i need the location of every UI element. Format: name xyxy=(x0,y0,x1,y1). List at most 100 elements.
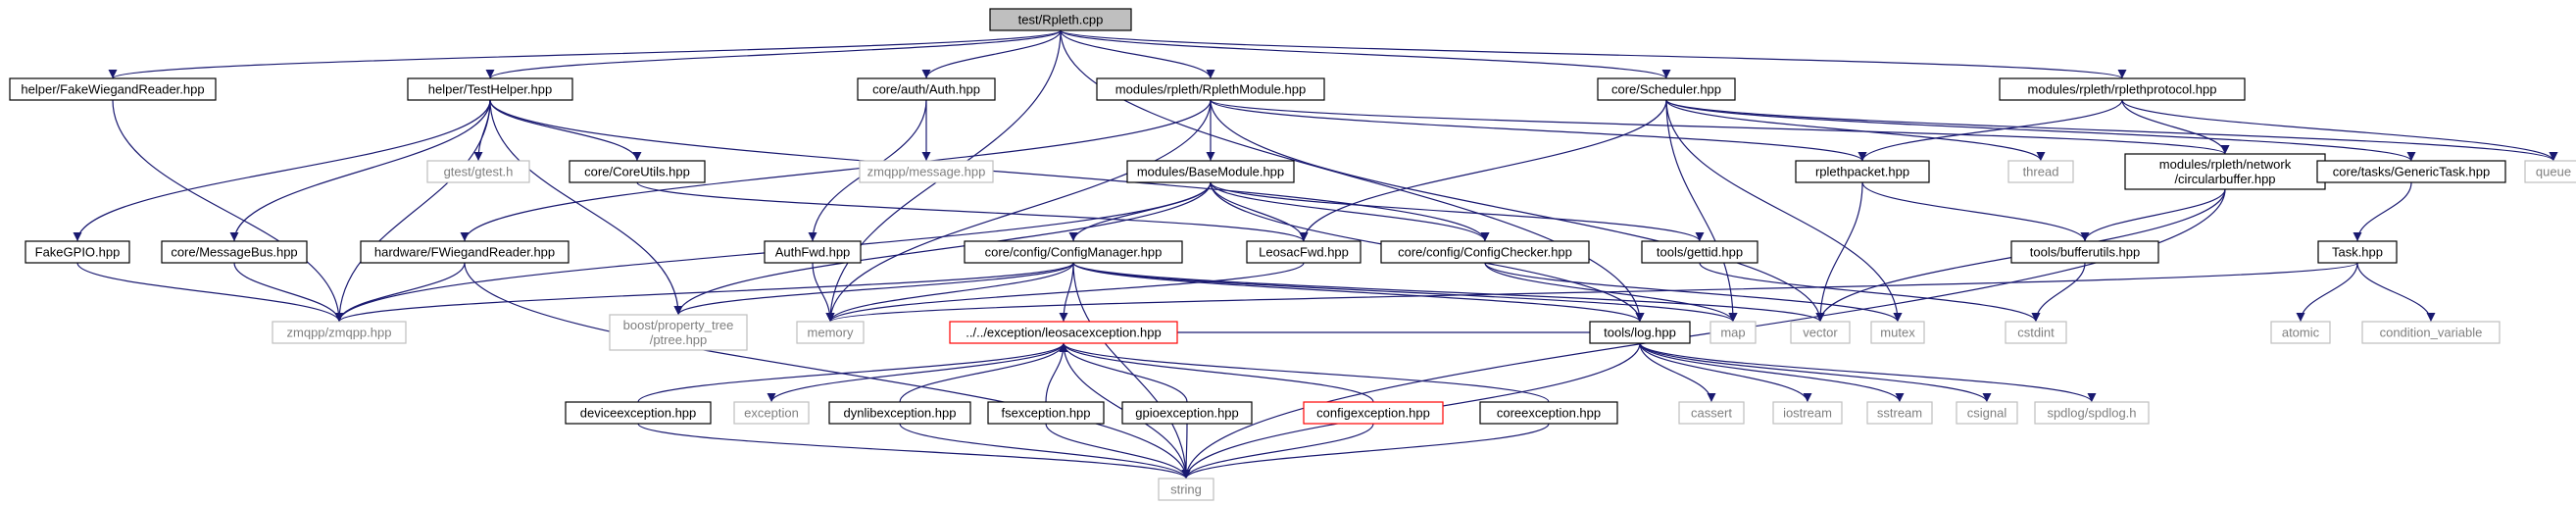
node-fwiegand[interactable]: hardware/FWiegandReader.hpp xyxy=(360,240,570,264)
node-label: gpioexception.hpp xyxy=(1135,406,1239,421)
node-box xyxy=(1126,160,1295,183)
node-label: helper/FakeWiegandReader.hpp xyxy=(21,82,204,97)
node-basemodule[interactable]: modules/BaseModule.hpp xyxy=(1126,160,1295,183)
node-ptree: boost/property_tree/ptree.hpp xyxy=(609,314,748,351)
node-label: zmqpp/zmqpp.hpp xyxy=(287,326,392,340)
node-rplethpacket[interactable]: rplethpacket.hpp xyxy=(1795,160,1930,183)
edge-configmanager-to-zmqpp xyxy=(334,262,1074,323)
edge-configmanager-to-toolslog xyxy=(1072,262,1645,323)
node-coreutils[interactable]: core/CoreUtils.hpp xyxy=(569,160,706,183)
edge-root-to-rplethprotocol xyxy=(1060,29,2127,79)
node-thread: thread xyxy=(2007,160,2074,183)
node-box xyxy=(2034,401,2150,425)
node-leosacexc[interactable]: ../../exception/leosacexception.hpp xyxy=(949,321,1178,344)
node-coreexc[interactable]: coreexception.hpp xyxy=(1479,401,1618,425)
node-box xyxy=(9,77,217,101)
edge-fwiegand-to-zmqpp xyxy=(334,262,466,323)
node-fsexc[interactable]: fsexception.hpp xyxy=(987,401,1105,425)
node-vector: vector xyxy=(1790,321,1851,344)
edge-messagebus-to-zmqpp xyxy=(233,262,344,323)
node-label: modules/rpleth/rplethprotocol.hpp xyxy=(2028,82,2217,97)
node-sstream: sstream xyxy=(1866,401,1933,425)
edges-layer xyxy=(73,29,2558,480)
edge-taskhpp-to-condvar xyxy=(2356,262,2436,323)
node-label: ../../exception/leosacexception.hpp xyxy=(966,326,1161,340)
node-memory: memory xyxy=(796,321,865,344)
edge-rplethprotocol-to-rplethpacket xyxy=(1858,99,2123,162)
node-label: map xyxy=(1720,326,1745,340)
node-messagebus[interactable]: core/MessageBus.hpp xyxy=(161,240,308,264)
node-auth[interactable]: core/auth/Auth.hpp xyxy=(857,77,996,101)
node-rplethmodule[interactable]: modules/rpleth/RplethModule.hpp xyxy=(1096,77,1325,101)
node-zmqpp: zmqpp/zmqpp.hpp xyxy=(272,321,407,344)
node-label: test/Rpleth.cpp xyxy=(1018,13,1104,27)
node-configchecker[interactable]: core/config/ConfigChecker.hpp xyxy=(1380,240,1590,264)
node-generictask[interactable]: core/tasks/GenericTask.hpp xyxy=(2316,160,2506,183)
node-configmanager[interactable]: core/config/ConfigManager.hpp xyxy=(964,240,1183,264)
node-box xyxy=(1870,321,1925,344)
node-label: deviceexception.hpp xyxy=(580,406,697,421)
edge-basemodule-to-configchecker xyxy=(1210,181,1490,242)
edge-rplethprotocol-to-circularbuffer xyxy=(2121,99,2230,155)
edge-taskhpp-to-atomic xyxy=(2296,262,2358,323)
node-box xyxy=(859,160,994,183)
node-fakewiegand[interactable]: helper/FakeWiegandReader.hpp xyxy=(9,77,217,101)
edge-deviceexc-to-leosacexc xyxy=(637,342,1068,403)
node-toolslog[interactable]: tools/log.hpp xyxy=(1589,321,1691,344)
node-gettid[interactable]: tools/gettid.hpp xyxy=(1641,240,1759,264)
node-configexc[interactable]: configexception.hpp xyxy=(1303,401,1444,425)
node-dynlibexc[interactable]: dynlibexception.hpp xyxy=(828,401,971,425)
edge-rplethpacket-to-bufferutils xyxy=(1861,181,2090,242)
edge-scheduler-to-map xyxy=(1665,99,1738,323)
node-bufferutils[interactable]: tools/bufferutils.hpp xyxy=(2010,240,2159,264)
edge-scheduler-to-generictask xyxy=(1665,99,2416,162)
node-label: gtest/gtest.h xyxy=(444,165,514,179)
edge-configchecker-to-mutex xyxy=(1484,262,1903,323)
node-box xyxy=(1866,401,1933,425)
node-label: thread xyxy=(2023,165,2059,179)
node-queue: queue xyxy=(2524,160,2576,183)
edge-configmanager-to-memory xyxy=(825,262,1074,323)
edge-fwiegand-to-string xyxy=(464,262,1191,480)
edge-rplethmodule-to-circularbuffer xyxy=(1210,99,2230,155)
node-deviceexc[interactable]: deviceexception.hpp xyxy=(565,401,712,425)
node-label: iostream xyxy=(1783,406,1832,421)
edge-bufferutils-to-cstdint xyxy=(2031,262,2086,323)
node-box xyxy=(1121,401,1253,425)
edge-root-to-testhelper xyxy=(485,29,1062,79)
edge-scheduler-to-queue xyxy=(1665,99,2558,162)
node-rplethprotocol[interactable]: modules/rpleth/rplethprotocol.hpp xyxy=(1999,77,2246,101)
node-box xyxy=(949,321,1178,344)
node-authfwd[interactable]: AuthFwd.hpp xyxy=(764,240,862,264)
node-box xyxy=(989,8,1132,31)
node-box xyxy=(1380,240,1590,264)
node-string: string xyxy=(1158,478,1214,501)
edge-toolslog-to-iostream xyxy=(1639,342,1812,403)
node-box xyxy=(857,77,996,101)
node-fakegpio[interactable]: FakeGPIO.hpp xyxy=(25,240,130,264)
node-label: queue xyxy=(2536,165,2571,179)
edge-toolslog-to-cassert xyxy=(1639,342,1716,403)
node-map: map xyxy=(1709,321,1757,344)
node-label: memory xyxy=(808,326,854,340)
edge-taskhpp-to-memory xyxy=(826,262,2358,323)
edge-rplethprotocol-to-queue xyxy=(2121,99,2558,162)
node-circularbuffer[interactable]: modules/rpleth/network/circularbuffer.hp… xyxy=(2124,153,2326,190)
edge-coreexc-to-string xyxy=(1181,423,1550,480)
edge-root-to-scheduler xyxy=(1060,29,1671,79)
node-scheduler[interactable]: core/Scheduler.hpp xyxy=(1597,77,1736,101)
node-label: modules/rpleth/RplethModule.hpp xyxy=(1115,82,1306,97)
node-leosacfwd[interactable]: LeosacFwd.hpp xyxy=(1246,240,1362,264)
node-taskhpp[interactable]: Task.hpp xyxy=(2317,240,2398,264)
edge-rplethmodule-to-fwiegand xyxy=(460,99,1212,242)
node-testhelper[interactable]: helper/TestHelper.hpp xyxy=(407,77,573,101)
node-gpioexc[interactable]: gpioexception.hpp xyxy=(1121,401,1253,425)
edge-configmanager-to-vector xyxy=(1072,262,1825,323)
node-box xyxy=(2317,240,2398,264)
node-box xyxy=(828,401,971,425)
edge-testhelper-to-fakegpio xyxy=(73,99,491,242)
node-cassert: cassert xyxy=(1678,401,1745,425)
edge-testhelper-to-ptree xyxy=(489,99,683,316)
node-box xyxy=(764,240,862,264)
node-root[interactable]: test/Rpleth.cpp xyxy=(989,8,1132,31)
